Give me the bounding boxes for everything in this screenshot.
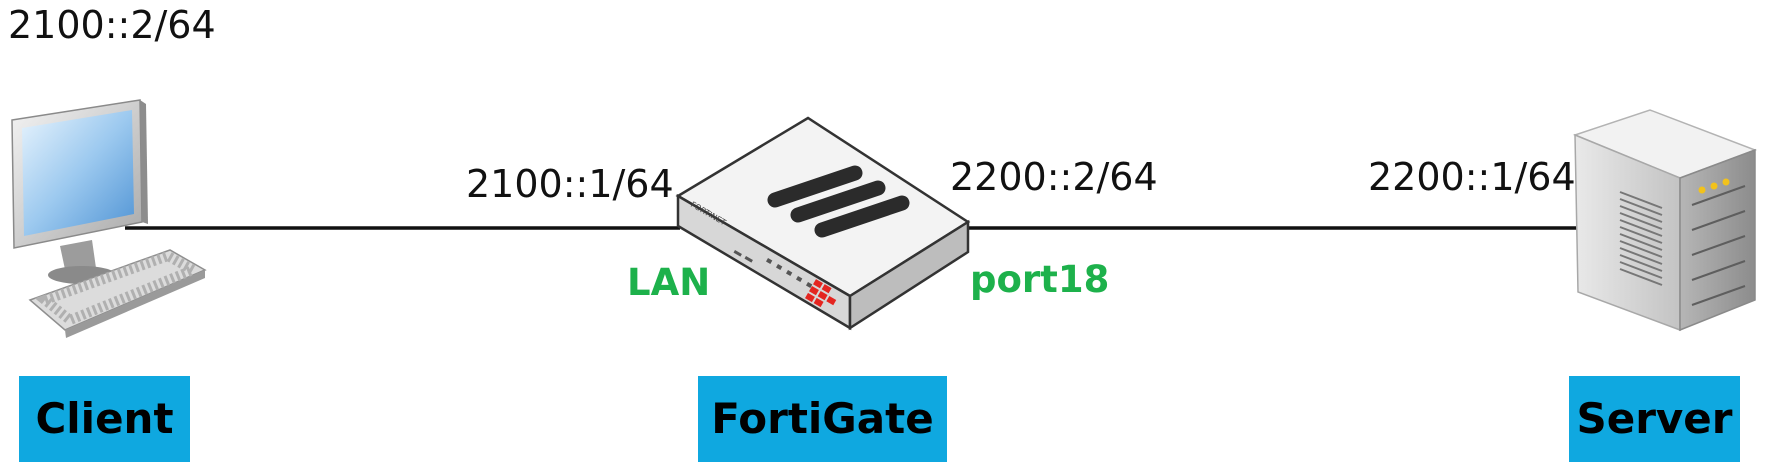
client-label-box (19, 376, 190, 462)
server-label-box (1569, 376, 1740, 462)
fortigate-lan-interface-label: LAN (627, 261, 710, 304)
server-icon (1572, 109, 1758, 332)
fortigate-lan-address: 2100::1/64 (466, 162, 674, 206)
client-label: Client (35, 394, 173, 443)
server-address: 2200::1/64 (1368, 155, 1576, 199)
fortigate-port18-interface-label: port18 (970, 258, 1109, 301)
fortigate-label-box (698, 376, 947, 462)
fortigate-label: FortiGate (711, 394, 933, 443)
client-computer-icon (11, 99, 207, 338)
fortigate-port18-address: 2200::2/64 (950, 155, 1158, 199)
client-address: 2100::2/64 (8, 3, 216, 47)
server-label: Server (1576, 394, 1732, 443)
fortigate-appliance-icon (675, 116, 971, 331)
